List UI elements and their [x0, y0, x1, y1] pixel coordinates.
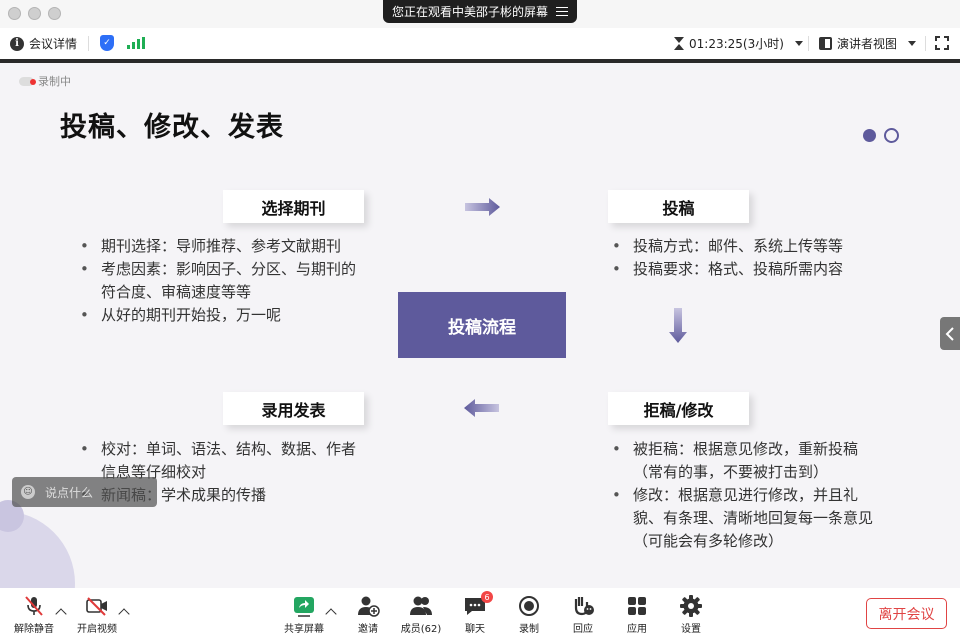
decorative-dot — [863, 129, 876, 142]
apps-button[interactable]: 应用 — [621, 588, 653, 640]
chevron-down-icon — [908, 41, 917, 46]
chevron-up-icon[interactable] — [118, 608, 130, 620]
chat-icon-wrapper: 6 — [463, 591, 493, 617]
bullet-item: 校对：单词、语法、结构、数据、作者信息等仔细校对 — [80, 438, 370, 484]
info-icon: i — [10, 36, 24, 51]
recording-label: 录制中 — [38, 75, 71, 88]
chat-unread-badge: 6 — [481, 591, 493, 603]
add-user-icon — [358, 596, 380, 617]
members-icon — [410, 596, 432, 615]
reaction-hand-icon — [574, 597, 594, 616]
maximize-window-icon[interactable] — [48, 7, 61, 20]
apps-label: 应用 — [627, 624, 647, 635]
chevron-left-icon — [945, 326, 954, 341]
emoji-icon[interactable]: ☺ — [21, 485, 35, 499]
arrow-down-icon — [669, 308, 687, 343]
hourglass-icon — [674, 37, 684, 50]
chevron-up-icon[interactable] — [55, 608, 67, 620]
record-label: 录制 — [519, 624, 539, 635]
step-box-reject-revise: 拒稿/修改 — [608, 392, 749, 425]
step-reject-revise-bullets: 被拒稿：根据意见修改，重新投稿（常有的事，不要被打击到） 修改：根据意见进行修改… — [612, 438, 882, 553]
leave-meeting-button[interactable]: 离开会议 — [866, 598, 947, 629]
unmute-label: 解除静音 — [14, 624, 54, 635]
meeting-timer-text: 01:23:25(3小时) — [689, 37, 784, 51]
close-window-icon[interactable] — [8, 7, 21, 20]
bullet-item: 被拒稿：根据意见修改，重新投稿（常有的事，不要被打击到） — [612, 438, 882, 484]
apps-grid-icon — [628, 597, 646, 615]
screen-share-banner-text: 您正在观看中美邵子彬的屏幕 — [391, 5, 548, 19]
step-submit-bullets: 投稿方式：邮件、系统上传等等 投稿要求：格式、投稿所需内容 — [612, 235, 882, 281]
divider — [808, 36, 809, 51]
arrow-right-icon — [465, 198, 500, 216]
chat-quick-input-placeholder: 说点什么 — [45, 485, 94, 500]
slide-title: 投稿、修改、发表 — [60, 112, 284, 143]
settings-button[interactable]: 设置 — [675, 588, 707, 640]
meeting-info-label: 会议详情 — [29, 37, 78, 51]
chevron-down-icon — [794, 41, 803, 46]
recording-cloud-icon — [19, 76, 36, 86]
video-off-icon — [86, 597, 107, 616]
bullet-item: 投稿方式：邮件、系统上传等等 — [612, 235, 882, 258]
minimize-window-icon[interactable] — [28, 7, 41, 20]
speaker-view-icon — [819, 37, 832, 50]
chevron-up-icon[interactable] — [325, 608, 337, 620]
record-icon — [519, 596, 539, 616]
side-panel-toggle[interactable] — [940, 317, 960, 350]
meeting-info-button[interactable]: i 会议详情 — [10, 35, 77, 52]
toolbar-divider — [0, 59, 960, 63]
chat-button[interactable]: 6 聊天 — [459, 588, 493, 640]
share-screen-label: 共享屏幕 — [284, 624, 324, 635]
microphone-muted-icon — [25, 596, 43, 616]
reactions-label: 回应 — [573, 624, 593, 635]
bullet-item: 修改：根据意见进行修改，并且礼貌、有条理、清晰地回复每一条意见（可能会有多轮修改… — [612, 484, 882, 553]
gear-icon — [680, 595, 702, 617]
recording-indicator: 录制中 — [19, 73, 71, 89]
share-screen-icon — [294, 597, 314, 617]
chat-label: 聊天 — [465, 624, 485, 635]
shared-screen-slide: 录制中 投稿、修改、发表 选择期刊 期刊选择：导师推荐、参考文献期刊 考虑因素：… — [0, 63, 960, 588]
bullet-item: 期刊选择：导师推荐、参考文献期刊 — [80, 235, 370, 258]
chat-quick-input[interactable]: ☺ 说点什么 — [12, 477, 157, 507]
settings-label: 设置 — [681, 624, 701, 635]
step-box-accept-publish: 录用发表 — [223, 392, 364, 425]
fullscreen-icon[interactable] — [935, 36, 949, 50]
divider — [925, 36, 926, 51]
step-select-journal-bullets: 期刊选择：导师推荐、参考文献期刊 考虑因素：影响因子、分区、与期刊的符合度、审稿… — [80, 235, 370, 327]
divider — [88, 36, 89, 51]
invite-label: 邀请 — [358, 624, 378, 635]
decorative-ring — [884, 128, 899, 143]
bullet-item: 从好的期刊开始投，万一呢 — [80, 304, 370, 327]
chat-icon — [465, 598, 485, 615]
view-mode-dropdown[interactable]: 演讲者视图 — [819, 35, 917, 52]
bottom-toolbar: 解除静音 开启视频 共享屏幕 邀请 — [0, 588, 960, 640]
bullet-item: 投稿要求：格式、投稿所需内容 — [612, 258, 882, 281]
share-screen-button[interactable]: 共享屏幕 — [282, 588, 326, 640]
menu-icon[interactable] — [556, 7, 568, 16]
meeting-toolbar: i 会议详情 ✓ 01:23:25(3小时) 演讲者视图 — [0, 28, 960, 59]
meeting-timer[interactable]: 01:23:25(3小时) — [674, 35, 803, 52]
reactions-button[interactable]: 回应 — [567, 588, 599, 640]
record-button[interactable]: 录制 — [513, 588, 545, 640]
bullet-item: 考虑因素：影响因子、分区、与期刊的符合度、审稿速度等等 — [80, 258, 370, 304]
arrow-left-icon — [464, 399, 499, 417]
view-mode-label: 演讲者视图 — [837, 37, 898, 51]
step-box-select-journal: 选择期刊 — [223, 190, 364, 223]
screen-share-banner[interactable]: 您正在观看中美邵子彬的屏幕 — [383, 0, 577, 23]
window-title-bar: 您正在观看中美邵子彬的屏幕 — [0, 0, 960, 28]
security-shield-icon[interactable]: ✓ — [100, 35, 114, 51]
step-box-submit: 投稿 — [608, 190, 749, 223]
start-video-label: 开启视频 — [77, 624, 117, 635]
network-signal-icon[interactable] — [127, 37, 145, 49]
invite-button[interactable]: 邀请 — [352, 588, 384, 640]
unmute-button[interactable]: 解除静音 — [12, 588, 56, 640]
members-label: 成员(62) — [400, 624, 442, 635]
center-process-box: 投稿流程 — [398, 292, 566, 358]
members-button[interactable]: 成员(62) — [398, 588, 444, 640]
start-video-button[interactable]: 开启视频 — [75, 588, 119, 640]
